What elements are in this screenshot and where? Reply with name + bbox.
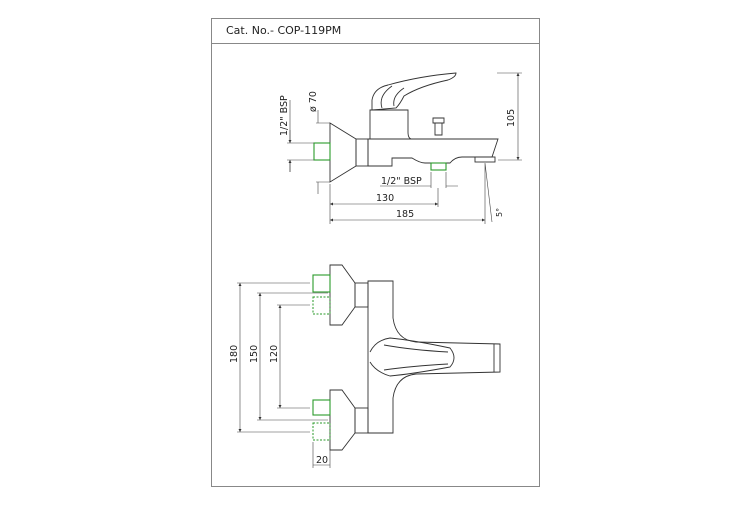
lever-top <box>369 337 495 377</box>
outlet-thread-label: 1/2" BSP <box>381 176 422 187</box>
offset-label: 20 <box>316 455 328 466</box>
spout-body <box>367 138 499 167</box>
min-centers-label: 120 <box>269 345 280 363</box>
mixer-body <box>367 280 501 434</box>
wall-flange <box>329 122 357 183</box>
max-centers-label: 180 <box>229 345 240 363</box>
diverter-knob <box>432 117 445 136</box>
inlet-thread-label: 1/2" BSP <box>279 95 290 136</box>
lower-flange <box>329 389 356 451</box>
overall-length-label: 185 <box>396 209 414 220</box>
outlet-distance-label: 130 <box>376 193 394 204</box>
upper-flange <box>329 264 356 326</box>
cartridge-housing <box>369 109 413 140</box>
valve-neck <box>355 138 369 167</box>
nominal-centers-label: 150 <box>249 345 260 363</box>
side-view: 1/2" BSP ø 70 105 1/2" BSP 130 185 5° <box>279 72 522 224</box>
flange-diameter-label: ø 70 <box>308 91 319 112</box>
aerator <box>474 156 496 163</box>
inlet-connection <box>313 142 331 161</box>
height-label: 105 <box>506 109 517 127</box>
drawing-frame: Cat. No.- COP-119PM <box>211 18 540 487</box>
spout-angle-label: 5° <box>495 208 504 217</box>
outlet-connection <box>430 162 447 171</box>
lower-inlet-eccentric <box>312 422 331 441</box>
lever-handle <box>371 72 457 111</box>
top-view: 180 150 120 20 <box>229 264 501 468</box>
upper-inlet-eccentric <box>312 296 331 315</box>
lower-inlet <box>312 399 331 416</box>
catalog-number: Cat. No.- COP-119PM <box>226 24 342 37</box>
upper-inlet <box>312 274 331 293</box>
title-block: Cat. No.- COP-119PM <box>212 19 539 44</box>
